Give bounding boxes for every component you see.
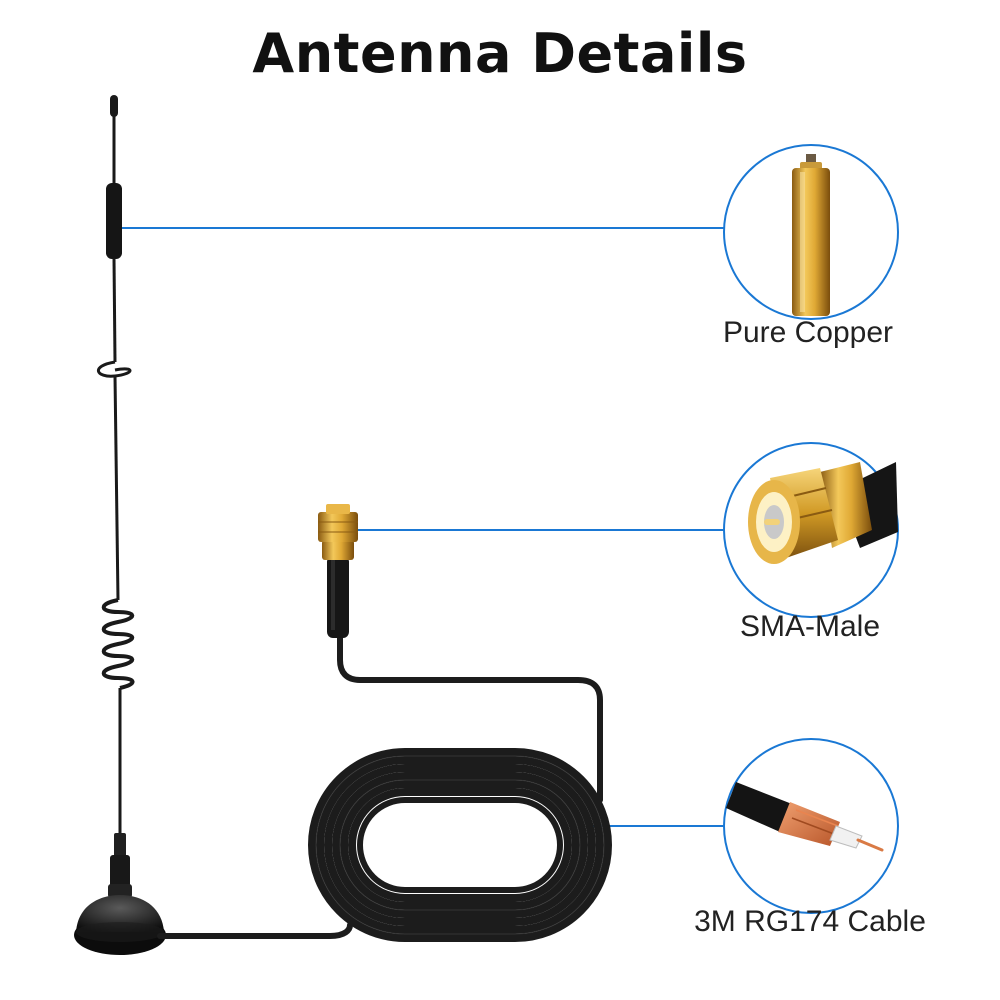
copper-element-icon — [792, 154, 830, 316]
callout-circle-sma — [723, 442, 899, 618]
cable-lead — [157, 922, 353, 939]
callout-label-sma: SMA-Male — [739, 610, 881, 643]
callout-label-cable: 3M RG174 Cable — [694, 905, 926, 938]
rg174-cable-cross-section-icon — [726, 782, 884, 852]
sma-male-connector-icon — [748, 462, 898, 564]
page-title: Antenna Details — [252, 22, 748, 85]
cable-run — [337, 632, 603, 803]
magnetic-base-icon — [74, 895, 166, 955]
coiled-cable-icon — [308, 748, 612, 942]
antenna-whip-icon — [97, 95, 135, 898]
callout-circle-copper — [723, 144, 899, 320]
callout-circle-cable — [723, 738, 899, 914]
sma-connector-on-cable-icon — [318, 504, 358, 638]
callout-label-copper: Pure Copper — [722, 316, 894, 349]
